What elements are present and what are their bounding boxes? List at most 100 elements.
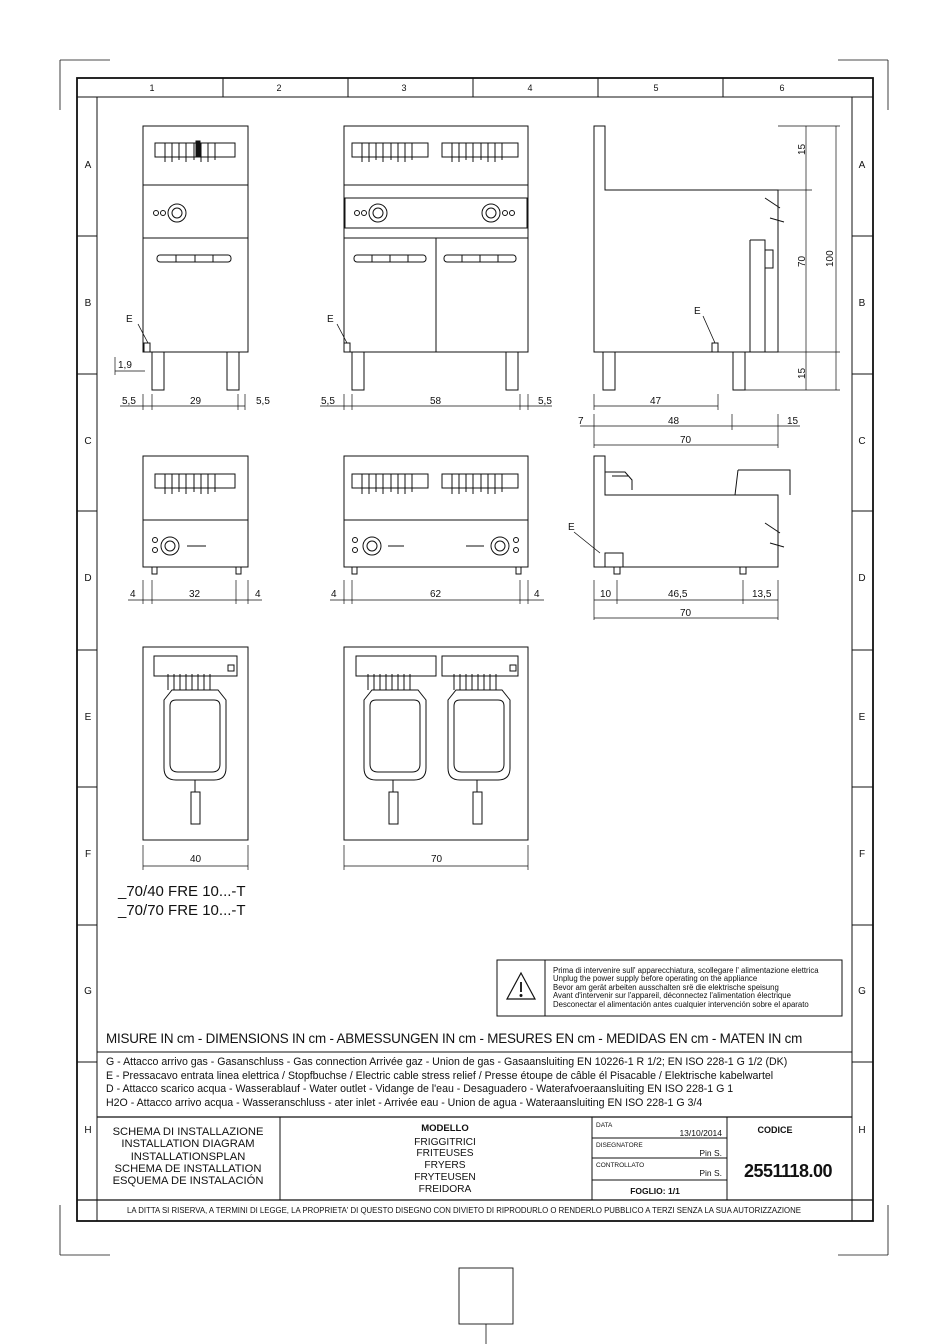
row-label: H — [858, 1125, 865, 1136]
col-label: 5 — [653, 83, 658, 93]
dim-label: 32 — [189, 589, 201, 600]
dims-side-full — [580, 125, 840, 448]
view-front-top-double — [343, 455, 529, 575]
model-code: _70/40 FRE 10...-T — [118, 883, 246, 900]
dim-label: 10 — [600, 589, 612, 600]
dim-label: 5,5 — [122, 396, 136, 407]
warning-line: Bevor am gerät arbeiten ausschalten srë … — [553, 982, 779, 992]
dim-label: 4 — [255, 589, 261, 600]
dim-label: 70 — [680, 608, 692, 619]
warning-line: Unplug the power supply before operating… — [553, 974, 758, 984]
dim-label: 1,9 — [118, 360, 132, 371]
dims-plan-single — [142, 845, 249, 870]
dims-front-single — [114, 357, 246, 410]
code-label: CODICE — [757, 1125, 792, 1135]
dims-side-top — [593, 580, 779, 620]
disclaimer: LA DITTA SI RISERVA, A TERMINI DI LEGGE,… — [127, 1206, 801, 1215]
view-front-top-single — [142, 455, 249, 575]
dim-label: 62 — [430, 589, 442, 600]
connection-line: G - Attacco arrivo gas - Gasanschluss - … — [106, 1056, 788, 1068]
measures-note: MISURE IN cm - DIMENSIONS IN cm - ABMESS… — [106, 1031, 803, 1046]
connections-legend: G - Attacco arrivo gas - Gasanschluss - … — [106, 1056, 787, 1110]
col-label: 3 — [401, 83, 406, 93]
drawing-title: SCHEMA DI INSTALLAZIONE INSTALLATION DIA… — [98, 1126, 278, 1187]
dim-label: E — [568, 522, 575, 533]
dim-label: 5,5 — [256, 396, 270, 407]
col-label: 2 — [276, 83, 281, 93]
dims-plan-double — [343, 845, 529, 870]
view-side-full — [593, 125, 785, 391]
dim-label: 15 — [797, 367, 808, 379]
dims-front-top-double — [330, 580, 544, 604]
row-label: A — [85, 160, 92, 171]
warning-text: Prima di intervenire sull' apparecchiatu… — [553, 966, 819, 1009]
dim-label: 4 — [331, 589, 337, 600]
row-label: C — [858, 436, 865, 447]
title-line: INSTALLATIONSPLAN — [130, 1150, 246, 1163]
model-line: FREIDORA — [418, 1183, 472, 1195]
warning-triangle-icon — [505, 971, 537, 1000]
dim-label: 15 — [787, 416, 799, 427]
crop-marks — [59, 59, 889, 1344]
view-side-top — [573, 455, 791, 575]
model-line: FRITEUSES — [416, 1148, 474, 1160]
controller-value: Pin S. — [699, 1168, 722, 1178]
row-label: E — [85, 712, 92, 723]
designer-value: Pin S. — [699, 1148, 722, 1158]
row-label: B — [85, 298, 92, 309]
row-label: F — [859, 849, 865, 860]
col-label: 1 — [149, 83, 154, 93]
row-label: H — [84, 1125, 91, 1136]
dim-label: 4 — [534, 589, 540, 600]
dim-label: 4 — [130, 589, 136, 600]
row-ruler — [77, 97, 873, 1221]
dim-label: E — [694, 306, 701, 317]
view-plan-single — [142, 646, 249, 841]
title-line: ESQUEMA DE INSTALACIÓN — [112, 1175, 264, 1188]
title-line: SCHEMA DI INSTALLAZIONE — [112, 1126, 264, 1138]
dim-label: 70 — [797, 255, 808, 267]
dim-label: 15 — [797, 143, 808, 155]
dims-front-top-single — [128, 580, 262, 604]
dim-label: 5,5 — [321, 396, 335, 407]
dim-label: 48 — [668, 416, 680, 427]
model-header: MODELLO — [421, 1123, 469, 1134]
dim-label: 40 — [190, 854, 202, 865]
row-label: A — [859, 160, 866, 171]
outer-frame — [76, 77, 874, 1222]
row-label: D — [858, 573, 865, 584]
column-labels: 1 2 3 4 5 6 — [149, 83, 784, 93]
row-label: D — [84, 573, 91, 584]
dims-front-double — [320, 394, 552, 410]
model-line: FRYTEUSEN — [414, 1171, 476, 1183]
model-code: _70/70 FRE 10...-T — [118, 902, 246, 919]
connection-line: E - Pressacavo entrata linea elettrica /… — [106, 1069, 774, 1082]
date-value: 13/10/2014 — [679, 1128, 722, 1138]
row-labels: A B C D E F G H A B C D E F G H — [84, 160, 866, 1136]
dim-label: 46,5 — [668, 589, 688, 600]
warning-line: Prima di intervenire sull' apparecchiatu… — [553, 966, 819, 975]
controller-label: CONTROLLATO — [596, 1162, 644, 1169]
view-front-double — [336, 125, 529, 391]
dim-label: 70 — [431, 854, 443, 865]
designer-label: DISEGNATORE — [596, 1142, 643, 1149]
dim-label: E — [126, 314, 133, 325]
row-label: G — [84, 986, 92, 997]
row-label: E — [859, 712, 866, 723]
model-block: MODELLO FRIGGITRICI FRITEUSES FRYERS FRY… — [385, 1123, 505, 1195]
sheet-number: FOGLIO: 1/1 — [630, 1186, 680, 1196]
dim-label: 7 — [578, 416, 584, 427]
row-label: B — [859, 298, 866, 309]
dim-label: E — [327, 314, 334, 325]
model-codes: _70/40 FRE 10...-T _70/70 FRE 10...-T — [118, 882, 246, 920]
col-label: 6 — [779, 83, 784, 93]
warning-line: Desconectar el alimentación antes cualqu… — [553, 999, 809, 1009]
connection-line: H2O - Attacco arrivo acqua - Wasseransch… — [106, 1096, 703, 1109]
view-plan-double — [343, 646, 529, 841]
dim-label: 70 — [680, 435, 692, 446]
dim-label: 100 — [825, 250, 836, 267]
connection-line: D - Attacco scarico acqua - Wasserablauf… — [106, 1083, 734, 1096]
dim-label: 29 — [190, 396, 202, 407]
code-value: 2551118.00 — [744, 1161, 833, 1181]
row-label: C — [84, 436, 91, 447]
